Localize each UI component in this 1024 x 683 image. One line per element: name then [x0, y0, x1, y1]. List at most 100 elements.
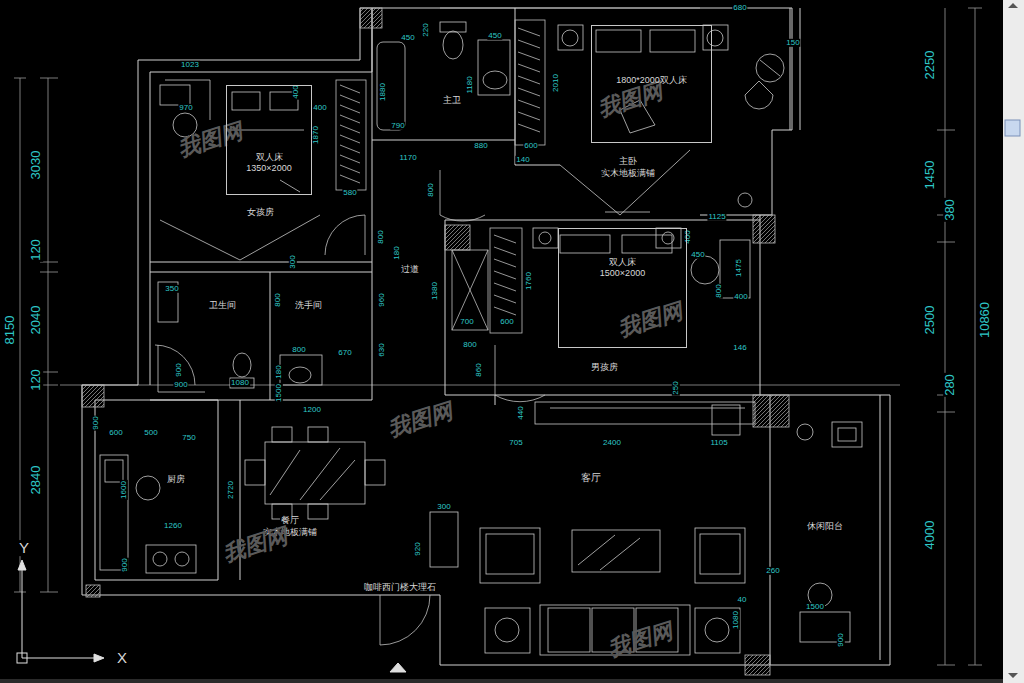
plan-line [18, 560, 26, 570]
plan-line [280, 355, 322, 385]
dimension-text: 880 [473, 142, 488, 150]
watermark: 我图网 [219, 524, 291, 567]
plan-line [165, 80, 210, 120]
dimension-text: 900 [175, 362, 183, 377]
plan-line [495, 345, 545, 402]
plan-line [486, 534, 534, 574]
plan-line [1003, 0, 1024, 683]
plan-line [753, 215, 775, 243]
plan-line [325, 215, 365, 255]
dimension-text: 1380 [431, 281, 439, 301]
plan-line [558, 25, 583, 50]
dimension-text: 1080 [732, 610, 740, 630]
dimension-text: 400 [733, 293, 748, 301]
plan-line [562, 30, 578, 46]
plan-line [760, 60, 780, 76]
dimension-text: 450 [690, 251, 705, 259]
watermark: 我图网 [384, 399, 456, 442]
plan-line [622, 235, 672, 253]
dimension-text: 900 [121, 557, 129, 572]
plan-line [790, 8, 800, 130]
room-label: 卫生间 [208, 301, 237, 310]
dimension-text: 705 [508, 439, 523, 447]
plan-line [60, 8, 900, 385]
plan-line [380, 595, 430, 645]
plan-line [272, 427, 292, 442]
dimension-text: 2720 [227, 480, 235, 500]
plan-line [245, 460, 265, 485]
plan-line [22, 565, 23, 658]
bed-label: 双人床 [559, 258, 686, 267]
plan-line [14, 78, 58, 592]
dimension-text: 1450 [923, 160, 937, 191]
plan-line [656, 228, 681, 248]
dimension-text: 1105 [709, 439, 728, 447]
dimension-text: 120 [29, 238, 43, 262]
plan-line [707, 30, 723, 46]
dimension-text: 790 [390, 122, 405, 130]
plan-line [560, 150, 690, 215]
dimension-text: 800 [377, 229, 385, 244]
plan-line [495, 618, 519, 642]
plan-line [515, 20, 545, 145]
plan-line [705, 618, 729, 642]
plan-line [82, 385, 104, 407]
dimension-text: 1880 [379, 82, 387, 102]
plan-line [0, 679, 1003, 683]
dimension-text: 450 [400, 34, 415, 42]
dimension-text: 140 [515, 156, 530, 164]
bed-label: 1350×2000 [227, 164, 311, 173]
plan-line [703, 25, 728, 50]
plan-line [390, 663, 406, 672]
axis-label: X [116, 650, 128, 666]
plan-line [695, 608, 740, 653]
plan-line [937, 8, 982, 665]
plan-line [340, 85, 360, 183]
dimension-text: 2400 [602, 439, 622, 447]
plan-line [700, 534, 740, 574]
plan-line [233, 353, 251, 377]
dimension-text: 800 [427, 182, 435, 197]
dimension-text: 1023 [180, 61, 200, 69]
room-label: 主卫 [442, 96, 462, 105]
dimension-text: 10860 [978, 301, 992, 339]
plan-line [550, 408, 745, 409]
dimension-text: 300 [289, 254, 297, 269]
plan-line [452, 250, 488, 330]
dimension-text: 1180 [466, 75, 474, 94]
plan-line [336, 80, 366, 190]
plan-line [720, 240, 750, 298]
plan-line [136, 476, 160, 500]
plan-line [138, 8, 890, 665]
plan-line [483, 71, 507, 89]
plan-line [533, 228, 558, 248]
plan-line [494, 235, 516, 315]
plan-line [797, 424, 813, 440]
plan-line [756, 54, 784, 82]
bed-label: 双人床 [227, 153, 311, 162]
plan-line [560, 235, 610, 253]
dimension-text: 800 [715, 283, 723, 298]
dimension-text: 400 [292, 84, 300, 99]
dimension-text: 1760 [525, 271, 533, 291]
plan-line [518, 28, 540, 132]
plan-line [738, 193, 752, 207]
plan-line [753, 395, 789, 427]
plan-line [430, 512, 458, 567]
plan-line [158, 22, 510, 392]
plan-line [230, 378, 254, 388]
plan-line [14, 8, 982, 665]
dimension-text: 150 [785, 39, 800, 47]
dimension-text: 146 [732, 344, 747, 352]
dimension-text: 600 [108, 429, 123, 437]
dimension-text: 700 [459, 318, 474, 326]
plan-line [22, 658, 95, 659]
dimension-text: 2250 [923, 50, 937, 81]
plan-line [480, 528, 540, 583]
plan-line [365, 460, 385, 485]
room-label: 实木地板满铺 [600, 169, 656, 178]
dimension-text: 300 [436, 503, 451, 511]
room-label: 休闲阳台 [806, 522, 844, 531]
